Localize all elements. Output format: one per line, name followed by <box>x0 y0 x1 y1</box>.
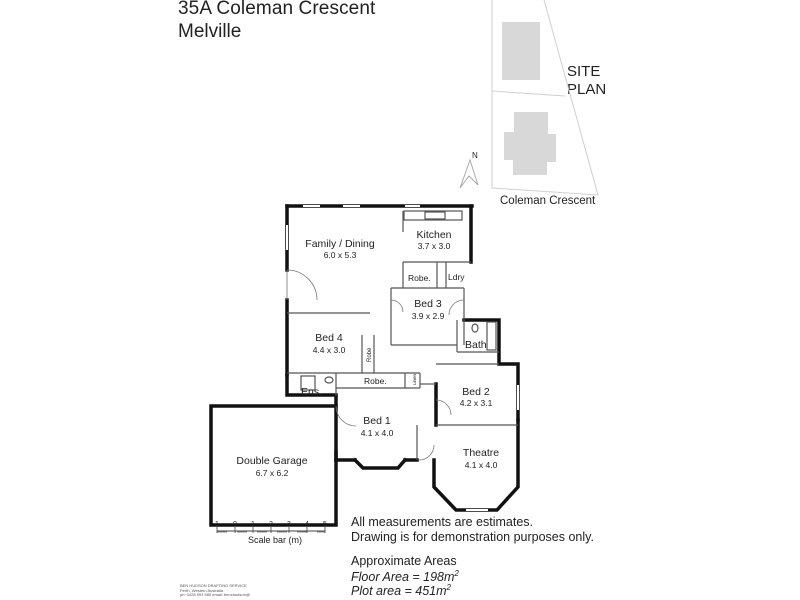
room-size-bed3: 3.9 x 2.9 <box>412 311 445 321</box>
floor-area-unit: 2 <box>454 569 459 578</box>
scale-tick-label: 3 <box>287 521 291 528</box>
room-name-bed1: Bed 1 <box>363 415 391 427</box>
room-size-bed4: 4.4 x 3.0 <box>313 345 346 355</box>
site-house-bottom <box>504 112 556 175</box>
shower-icon <box>300 375 316 391</box>
room-name-theatre: Theatre <box>463 447 499 459</box>
kitchen-bench <box>403 210 463 221</box>
room-name-bed2: Bed 2 <box>462 386 490 398</box>
label-laundry: Ldry <box>448 272 465 282</box>
plot-area: Plot area = 451m2 <box>351 583 451 598</box>
scale-tick-label: 2 <box>269 521 273 528</box>
small-labels: Robe. Ldry Bath Robe. Robe Ens. Linen <box>301 272 487 398</box>
svg-text:N: N <box>472 151 478 160</box>
drafting-service-footer: BEN HUDSON DRAFTING SERVICE Perth, Weste… <box>180 583 250 598</box>
site-house-top <box>502 22 540 80</box>
room-name-kitchen: Kitchen <box>416 229 451 241</box>
internal-walls <box>287 210 518 460</box>
room-labels: Kitchen 3.7 x 3.0 Family / Dining 6.0 x … <box>236 229 499 478</box>
room-size-theatre: 4.1 x 4.0 <box>465 460 498 470</box>
site-plan-label: SITE PLAN <box>567 63 606 99</box>
scale-tick-label: 5 <box>323 521 327 528</box>
bath-tub-icon <box>486 321 497 351</box>
footer-line3: ph: 0428 993 589 email: benchudson@ <box>180 592 250 598</box>
plot-area-text: Plot area = 451m <box>351 584 447 599</box>
note-demonstration: Drawing is for demonstration purposes on… <box>351 530 594 544</box>
footer-line2: Perth, Western Australia <box>180 587 224 593</box>
scale-tick-label: 1 <box>215 521 219 528</box>
room-name-bed3: Bed 3 <box>414 298 442 310</box>
scale-tick-label: 0 <box>233 521 237 528</box>
scale-tick-label: 1 <box>251 521 255 528</box>
toilet-icon <box>471 323 479 333</box>
kitchen-sink-icon <box>424 211 446 220</box>
site-plan-label-line2: PLAN <box>567 81 607 98</box>
room-name-garage: Double Garage <box>236 455 307 467</box>
site-divider <box>491 90 566 97</box>
room-size-bed2: 4.2 x 3.1 <box>460 398 493 408</box>
label-bath: Bath <box>465 339 487 351</box>
room-size-garage: 6.7 x 6.2 <box>256 468 289 478</box>
floor-area: Floor Area = 198m2 <box>351 569 459 584</box>
areas-heading: Approximate Areas <box>351 554 457 568</box>
label-ensuite: Ens. <box>301 386 322 398</box>
note-estimates: All measurements are estimates. <box>351 515 534 529</box>
room-size-bed1: 4.1 x 4.0 <box>361 428 394 438</box>
label-robe-vertical: Robe <box>367 347 373 362</box>
plot-area-unit: 2 <box>446 583 451 592</box>
label-robe-mid: Robe. <box>364 376 387 386</box>
floor-area-text: Floor Area = 198m <box>351 570 455 585</box>
street-name: Coleman Crescent <box>500 195 596 207</box>
door-swings <box>286 269 465 461</box>
scale-bar: 1 0 1 2 3 4 5 <box>215 521 327 533</box>
site-plan: N <box>459 0 599 196</box>
label-robe-top: Robe. <box>408 273 431 283</box>
room-size-kitchen: 3.7 x 3.0 <box>418 241 451 251</box>
address-title: 35A Coleman Crescent <box>178 0 376 19</box>
suburb-subtitle: Melville <box>178 21 242 42</box>
north-arrow-icon: N <box>459 151 479 189</box>
vanity-basin-icon <box>324 376 334 384</box>
room-name-bed4: Bed 4 <box>315 332 343 344</box>
site-plan-label-line1: SITE <box>567 63 601 80</box>
window-marks <box>286 205 519 511</box>
room-name-family: Family / Dining <box>305 238 375 250</box>
footer-line1: BEN HUDSON DRAFTING SERVICE <box>180 583 247 588</box>
scale-tick-label: 4 <box>305 521 309 528</box>
label-linen: Linen <box>412 373 417 385</box>
scale-bar-label: Scale bar (m) <box>248 535 303 545</box>
site-boundary <box>491 0 599 196</box>
room-size-family: 6.0 x 5.3 <box>324 250 357 260</box>
